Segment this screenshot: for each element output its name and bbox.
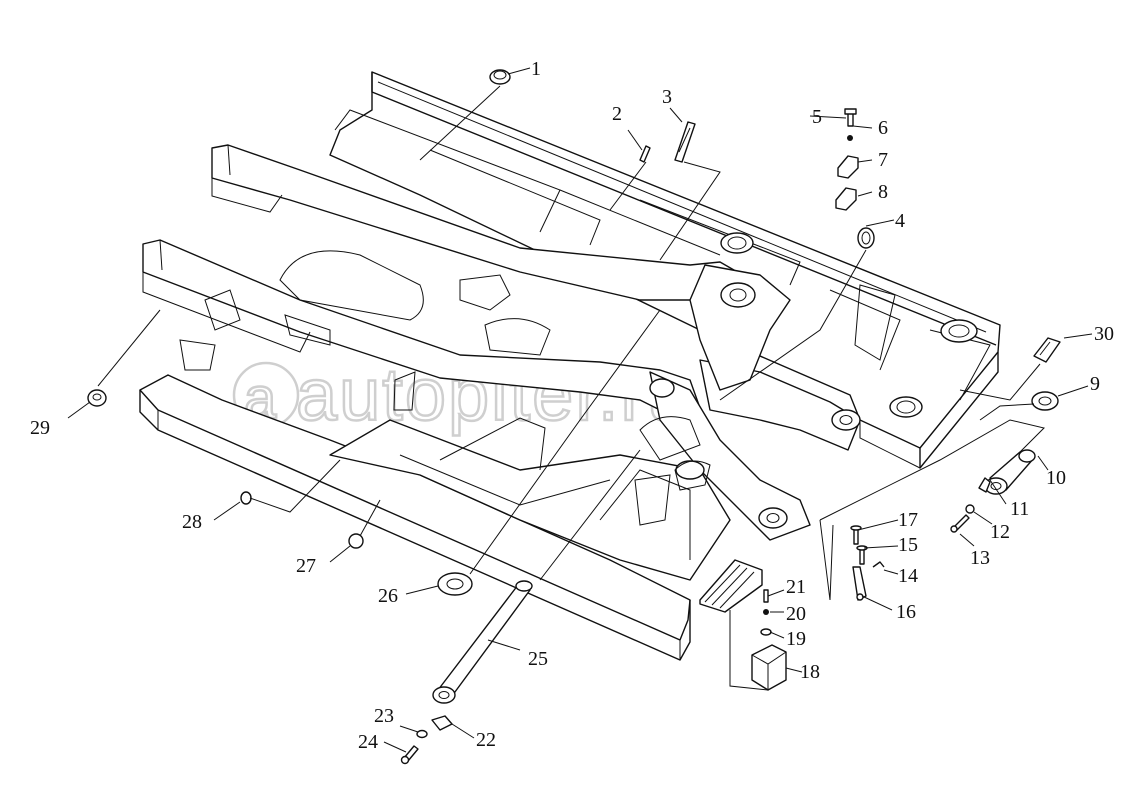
part-12-washer xyxy=(965,504,975,514)
callout-7: 7 xyxy=(878,149,888,171)
part-22-clamp xyxy=(431,715,453,731)
part-27-bushing xyxy=(348,533,364,549)
callout-25: 25 xyxy=(528,648,548,670)
callout-18: 18 xyxy=(800,661,820,683)
part-29-bushing xyxy=(87,389,107,407)
part-14-clip xyxy=(872,561,885,568)
part-5-bolt xyxy=(844,108,857,127)
callout-19: 19 xyxy=(786,628,806,650)
callout-27: 27 xyxy=(296,555,316,577)
part-3-strip xyxy=(674,121,696,163)
callout-6: 6 xyxy=(878,117,888,139)
callout-28: 28 xyxy=(182,511,202,533)
part-7-cover xyxy=(837,155,859,179)
callout-10: 10 xyxy=(1046,467,1066,489)
callout-23: 23 xyxy=(374,705,394,727)
callout-29: 29 xyxy=(30,417,50,439)
part-24-bolt xyxy=(400,745,419,765)
callout-13: 13 xyxy=(970,547,990,569)
callout-16: 16 xyxy=(896,601,916,623)
callout-2: 2 xyxy=(612,103,622,125)
callout-labels: 1 2 3 4 5 6 7 8 9 10 11 12 13 14 15 16 1… xyxy=(30,58,1114,753)
part-2-pad xyxy=(639,145,651,163)
callout-11: 11 xyxy=(1010,498,1029,520)
callout-30: 30 xyxy=(1094,323,1114,345)
main-frame xyxy=(139,71,1001,661)
foot-step xyxy=(699,559,763,613)
callout-26: 26 xyxy=(378,585,398,607)
callout-12: 12 xyxy=(990,521,1010,543)
callout-21: 21 xyxy=(786,576,806,598)
part-18-bracket xyxy=(751,644,787,691)
part-30-plate xyxy=(1033,337,1061,363)
callout-15: 15 xyxy=(898,534,918,556)
callout-22: 22 xyxy=(476,729,496,751)
part-26-washer xyxy=(437,572,473,596)
part-1-bushing xyxy=(489,69,511,85)
pivot-bosses xyxy=(649,232,978,529)
callout-1: 1 xyxy=(531,58,541,80)
callout-8: 8 xyxy=(878,181,888,203)
callout-4: 4 xyxy=(895,210,905,232)
part-28-bushing xyxy=(240,491,252,505)
part-6-washer xyxy=(847,135,853,141)
part-17-pin xyxy=(850,525,862,545)
callout-24: 24 xyxy=(358,731,378,753)
part-13-bolt xyxy=(950,514,970,533)
part-20-washer xyxy=(763,609,769,615)
part-10-pin xyxy=(984,449,1036,495)
part-19-washer xyxy=(760,628,772,636)
part-21-bolt xyxy=(763,589,769,603)
small-parts xyxy=(87,69,1061,765)
part-9-ring xyxy=(1031,391,1059,411)
callout-20: 20 xyxy=(786,603,806,625)
callout-3: 3 xyxy=(662,86,672,108)
part-16-lever xyxy=(852,566,867,601)
part-8-cover xyxy=(835,187,857,211)
callout-14: 14 xyxy=(898,565,918,587)
callout-17: 17 xyxy=(898,509,918,531)
part-11-plate xyxy=(978,477,991,493)
callout-9: 9 xyxy=(1090,373,1100,395)
leader-lines xyxy=(67,67,1093,753)
part-25-pin xyxy=(432,580,533,704)
callout-5: 5 xyxy=(812,106,822,128)
part-23-washer xyxy=(416,729,428,739)
part-4-bushing xyxy=(857,227,875,249)
part-15-pin xyxy=(856,545,868,565)
